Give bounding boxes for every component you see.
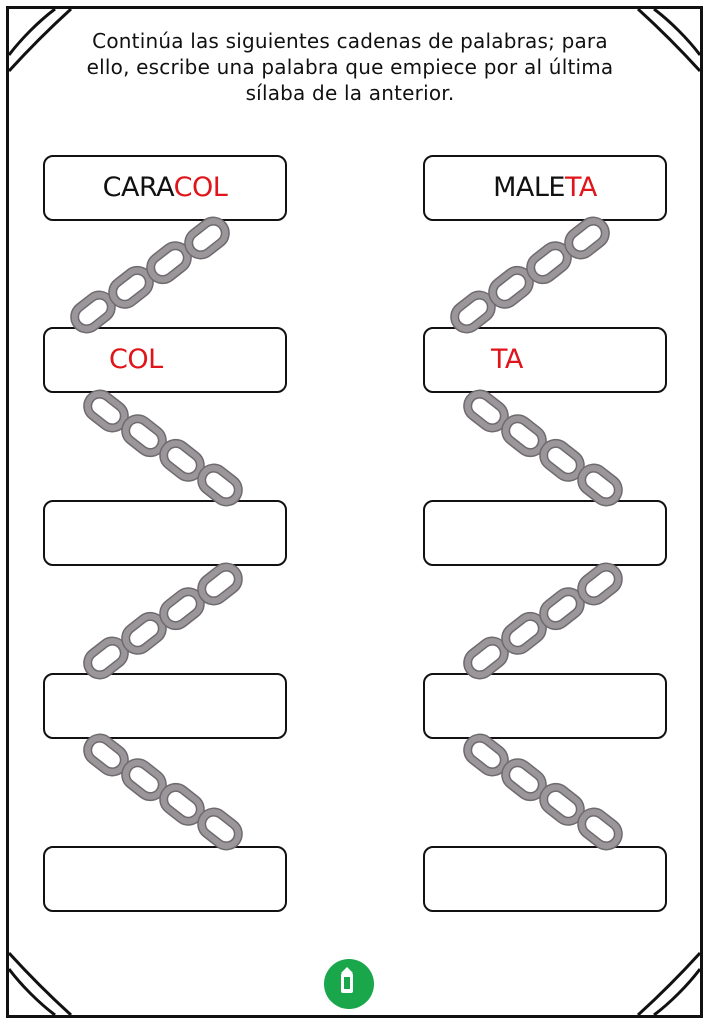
instructions-line-3: sílaba de la anterior. [245, 81, 455, 105]
given-syllable: TA [491, 344, 523, 375]
chain-icon [83, 562, 243, 680]
chain-icon [70, 216, 230, 334]
answer-box-right-2[interactable] [423, 500, 667, 566]
given-syllable: COL [109, 344, 163, 375]
chain-icon [83, 733, 243, 851]
start-word-prefix: MALE [493, 172, 565, 203]
chain-icon [83, 389, 243, 507]
chain-icon [450, 216, 610, 334]
start-word-syllable: COL [173, 172, 228, 203]
corner-ornament-bottom-right [620, 935, 700, 1015]
chain-icon [463, 562, 623, 680]
answer-box-left-2[interactable] [43, 500, 287, 566]
instructions-text: Continúa las siguientes cadenas de palab… [80, 28, 620, 106]
logo-icon [324, 959, 374, 1009]
chain-icon [463, 389, 623, 507]
chain-icon [463, 733, 623, 851]
instructions-line-2: ello, escribe una palabra que empiece po… [86, 55, 614, 79]
start-word-prefix: CARA [102, 172, 174, 203]
answer-box-left-3[interactable] [43, 673, 287, 739]
corner-ornament-top-right [620, 9, 700, 89]
start-word-box-left: CARACOL [43, 155, 287, 221]
corner-ornament-bottom-left [9, 935, 89, 1015]
instructions-line-1: Continúa las siguientes cadenas de palab… [92, 29, 608, 53]
start-word-syllable: TA [565, 172, 597, 203]
corner-ornament-top-left [9, 9, 89, 89]
answer-box-left-1[interactable]: COL [43, 327, 287, 393]
answer-box-right-3[interactable] [423, 673, 667, 739]
answer-box-right-1[interactable]: TA [423, 327, 667, 393]
answer-box-left-4[interactable] [43, 846, 287, 912]
answer-box-right-4[interactable] [423, 846, 667, 912]
start-word-box-right: MALETA [423, 155, 667, 221]
